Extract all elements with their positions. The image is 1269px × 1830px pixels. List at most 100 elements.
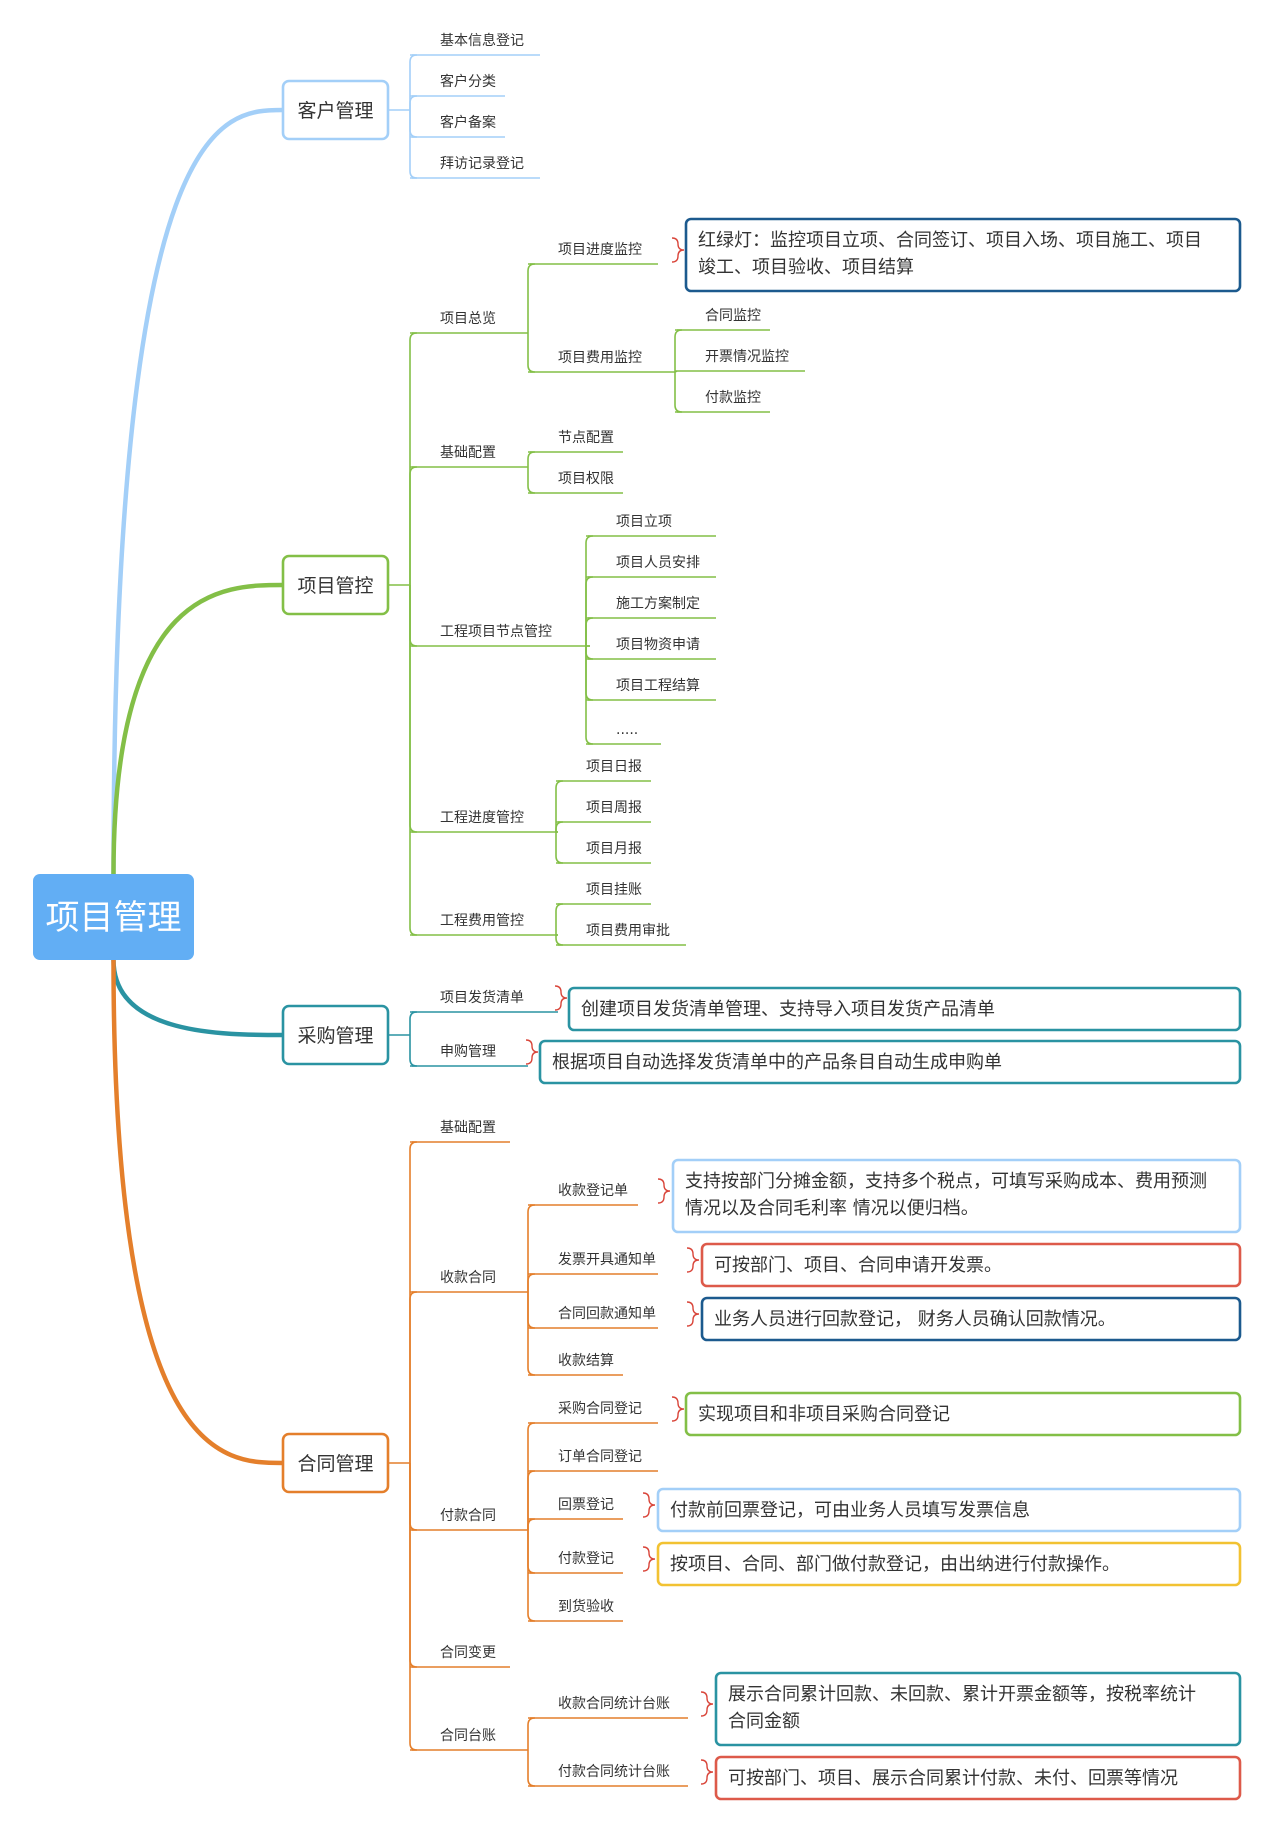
node-l1[interactable]: 付款合同	[440, 1508, 496, 1524]
brace-connector	[657, 1178, 671, 1204]
note-text: 支持按部门分摊金额，支持多个税点，可填写采购成本、费用预测	[685, 1171, 1207, 1192]
node-l3[interactable]: 合同监控	[705, 308, 761, 324]
node-l1[interactable]: 客户备案	[440, 114, 496, 131]
connector	[674, 329, 683, 372]
branch-link	[111, 582, 284, 875]
connector	[527, 1292, 536, 1376]
node-l2[interactable]: 项目进度监控	[558, 242, 642, 258]
node-l2[interactable]: 收款结算	[558, 1353, 614, 1369]
note-text: 红绿灯：监控项目立项、合同签订、项目入场、项目施工、项目	[698, 230, 1202, 251]
connector	[409, 1011, 418, 1035]
note-text: 可按部门、项目、展示合同累计付款、未付、回票等情况	[728, 1768, 1178, 1789]
node-l3[interactable]: 开票情况监控	[705, 349, 789, 365]
node-l1[interactable]: 工程费用管控	[440, 913, 524, 929]
node-l2[interactable]: 收款登记单	[558, 1183, 628, 1199]
node-l2[interactable]: 项目权限	[558, 471, 614, 487]
node-l1[interactable]: 基础配置	[440, 1119, 496, 1136]
node-l1[interactable]: 基本信息登记	[440, 32, 524, 49]
brace-connector	[554, 985, 568, 1011]
node-l2[interactable]: 项目周报	[586, 800, 642, 816]
branch-node[interactable]	[281, 1432, 390, 1494]
node-l1[interactable]: 拜访记录登记	[440, 156, 524, 172]
node-l2[interactable]: 项目费用监控	[558, 350, 642, 366]
connector	[527, 1518, 536, 1530]
node-l1[interactable]: 项目总览	[440, 311, 496, 327]
node-l2[interactable]: 施工方案制定	[616, 595, 700, 612]
note-box	[714, 1755, 1242, 1801]
node-l2[interactable]: 项目费用审批	[586, 923, 670, 939]
note-box	[714, 1671, 1242, 1747]
node-l2[interactable]: 项目日报	[586, 759, 642, 775]
connector	[409, 585, 418, 647]
connector	[585, 576, 594, 646]
node-l1[interactable]: 收款合同	[440, 1270, 496, 1286]
connector	[555, 935, 564, 946]
connector	[555, 903, 564, 935]
connector	[409, 1463, 418, 1531]
node-l1[interactable]: 申购管理	[440, 1044, 496, 1060]
node-l1[interactable]: 客户分类	[440, 73, 496, 90]
node-l2[interactable]: 收款合同统计台账	[558, 1696, 670, 1712]
node-l1[interactable]: 工程进度管控	[440, 810, 524, 826]
connector	[674, 372, 683, 413]
note-text: 付款前回票登记，可由业务人员填写发票信息	[670, 1500, 1030, 1521]
mindmap-nodes: 项目管理客户管理基本信息登记客户分类客户备案拜访记录登记项目管控项目总览项目进度…	[33, 32, 1242, 1801]
connector	[409, 1463, 418, 1668]
brace-connector	[686, 1301, 700, 1327]
root-label: 项目管理	[46, 898, 182, 938]
node-l2[interactable]: 付款合同统计台账	[558, 1764, 670, 1780]
node-l1[interactable]: 项目发货清单	[440, 989, 524, 1006]
node-l2[interactable]: .....	[616, 722, 638, 738]
brace-connector	[671, 1396, 685, 1422]
note-box	[671, 1158, 1242, 1234]
note-text: 按项目、合同、部门做付款登记，由出纳进行付款操作。	[670, 1554, 1120, 1575]
node-l2[interactable]: 节点配置	[558, 430, 614, 446]
note-box	[656, 1541, 1242, 1587]
note-text: 实现项目和非项目采购合同登记	[698, 1404, 950, 1425]
note-text: 创建项目发货清单管理、支持导入项目发货产品清单	[581, 999, 995, 1020]
node-l2[interactable]: 项目挂账	[586, 882, 642, 898]
node-l2[interactable]: 回票登记	[558, 1497, 614, 1513]
node-l2[interactable]: 项目月报	[586, 841, 642, 857]
brace-connector	[525, 1039, 539, 1065]
node-l3[interactable]: 付款监控	[705, 390, 761, 406]
node-l2[interactable]: 订单合同登记	[558, 1449, 642, 1465]
branch-label: 采购管理	[297, 1025, 373, 1047]
node-l1[interactable]: 合同变更	[440, 1645, 496, 1661]
connector	[555, 821, 564, 832]
node-l2[interactable]: 项目立项	[616, 514, 672, 530]
node-l2[interactable]: 付款登记	[558, 1551, 614, 1567]
node-l2[interactable]: 项目物资申请	[616, 637, 700, 653]
node-l2[interactable]: 项目人员安排	[616, 555, 700, 571]
connector	[585, 646, 594, 701]
branch-node[interactable]	[281, 554, 390, 616]
branch-label: 客户管理	[297, 100, 373, 122]
connector	[527, 1750, 536, 1787]
note-box	[700, 1296, 1242, 1342]
note-text: 可按部门、项目、合同申请开发票。	[714, 1255, 1002, 1276]
node-l2[interactable]: 到货验收	[558, 1598, 614, 1615]
node-l1[interactable]: 合同台账	[440, 1728, 496, 1744]
node-l1[interactable]: 工程项目节点管控	[440, 624, 552, 640]
node-l2[interactable]: 合同回款通知单	[558, 1305, 656, 1322]
note-text: 情况以及合同毛利率 情况以便归档。	[685, 1198, 979, 1219]
brace-connector	[700, 1691, 714, 1717]
brace-connector	[686, 1247, 700, 1273]
node-l1[interactable]: 基础配置	[440, 444, 496, 461]
node-l2[interactable]: 采购合同登记	[558, 1401, 642, 1417]
connector	[527, 1273, 536, 1292]
connector	[527, 1717, 536, 1750]
connector	[527, 1530, 536, 1574]
connector	[585, 535, 594, 646]
node-l2[interactable]: 项目工程结算	[616, 678, 700, 694]
branch-node[interactable]	[281, 79, 390, 141]
brace-connector	[642, 1546, 656, 1572]
root-node[interactable]	[33, 874, 194, 960]
connector	[527, 1204, 536, 1292]
node-l2[interactable]: 发票开具通知单	[558, 1251, 656, 1268]
branch-node[interactable]	[281, 1004, 390, 1066]
connector	[527, 451, 536, 467]
note-box	[684, 1391, 1242, 1437]
branch-link	[111, 107, 284, 875]
